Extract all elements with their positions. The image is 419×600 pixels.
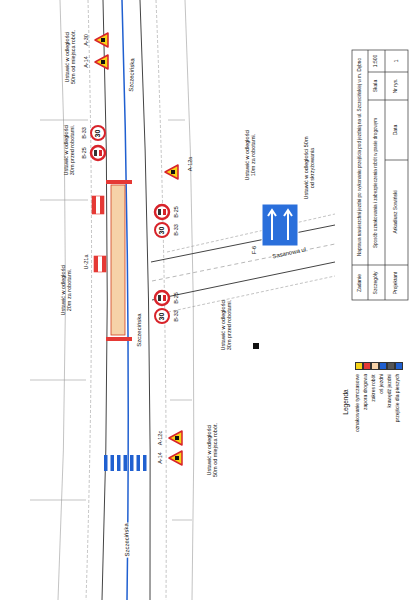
placement-note: Ustawić w odległości 50m od skrzyżowania bbox=[303, 133, 315, 203]
sign-code: A-30 bbox=[83, 34, 89, 46]
table-cell: Naprawa nawierzchni jezdni po wykonaniu … bbox=[357, 57, 362, 257]
legend-text: przejście dla pieszych bbox=[395, 374, 401, 423]
street-name: Szczecińska bbox=[123, 522, 131, 558]
placement-note: Ustawić w odległości 20m za robotami. bbox=[60, 262, 72, 318]
table-cell: Sposób oznakowania i zabezpieczenia robó… bbox=[373, 108, 378, 258]
legend-swatch bbox=[355, 362, 363, 370]
placement-note: Ustawić w odległości 10m za robotami. bbox=[244, 127, 256, 183]
placement-note: Ustawić w odległości 50m od miejsca robó… bbox=[64, 28, 76, 86]
legend-swatch bbox=[363, 362, 371, 370]
table-cell: Projektant bbox=[393, 272, 399, 295]
speed-limit-sign: 30 bbox=[90, 125, 106, 141]
table-cell: Arkadiusz Sowiński bbox=[393, 190, 399, 233]
table-cell: 1 bbox=[393, 59, 399, 62]
speed-limit-sign: 30 bbox=[154, 222, 170, 238]
table-cell: Data bbox=[393, 125, 399, 136]
speed-value: 30 bbox=[158, 312, 165, 320]
sign-code: F-6 bbox=[251, 246, 257, 254]
legend-text: oś jezdni bbox=[379, 374, 385, 394]
legend-swatch bbox=[379, 362, 387, 370]
sign-code: B-25 bbox=[81, 147, 87, 159]
street-name: Szczecińska bbox=[136, 312, 143, 347]
sign-code: B-33 bbox=[173, 224, 179, 236]
table-cell: Szczegóły bbox=[373, 272, 379, 295]
sign-code: U-21a bbox=[83, 255, 89, 270]
sign-code: A-12c bbox=[157, 431, 163, 445]
sign-code: A-14 bbox=[83, 56, 89, 68]
sign-code: B-25 bbox=[173, 292, 179, 304]
sign-code: A-14 bbox=[157, 452, 163, 464]
sign-code: B-25 bbox=[173, 206, 179, 218]
legend-swatch bbox=[371, 362, 379, 370]
speed-value: 30 bbox=[94, 129, 101, 137]
placement-note: Ustawić w odległości 30m przed robotami. bbox=[63, 122, 75, 178]
legend-text: krawędź jezdni bbox=[387, 374, 393, 407]
sign-code: A-12a bbox=[187, 157, 193, 172]
placement-note: Ustawić w odległości 30m przed robotami. bbox=[220, 297, 232, 353]
legend-text: oznakowanie tymczasowe bbox=[355, 374, 361, 432]
table-cell: Zadanie bbox=[357, 274, 363, 292]
legend-text: zakres robót bbox=[371, 374, 377, 402]
speed-value: 30 bbox=[158, 226, 165, 234]
speed-limit-sign: 30 bbox=[154, 308, 170, 324]
legend-text: zapora drogowa bbox=[363, 374, 369, 410]
table-cell: 1:500 bbox=[373, 55, 379, 68]
placement-note: Ustawić w odległości 50m od miejsca robó… bbox=[206, 421, 218, 479]
street-name: Sasanowa ul. bbox=[271, 246, 310, 260]
sign-code: B-33 bbox=[173, 310, 179, 322]
legend-swatch bbox=[387, 362, 395, 370]
street-name: Szczecińska bbox=[128, 57, 136, 93]
table-cell: Nr rys. bbox=[393, 79, 399, 94]
legend-title: Legenda bbox=[342, 389, 349, 414]
sign-code: B-33 bbox=[81, 127, 87, 139]
table-cell: Skala bbox=[373, 80, 379, 93]
legend-swatch bbox=[395, 362, 403, 370]
